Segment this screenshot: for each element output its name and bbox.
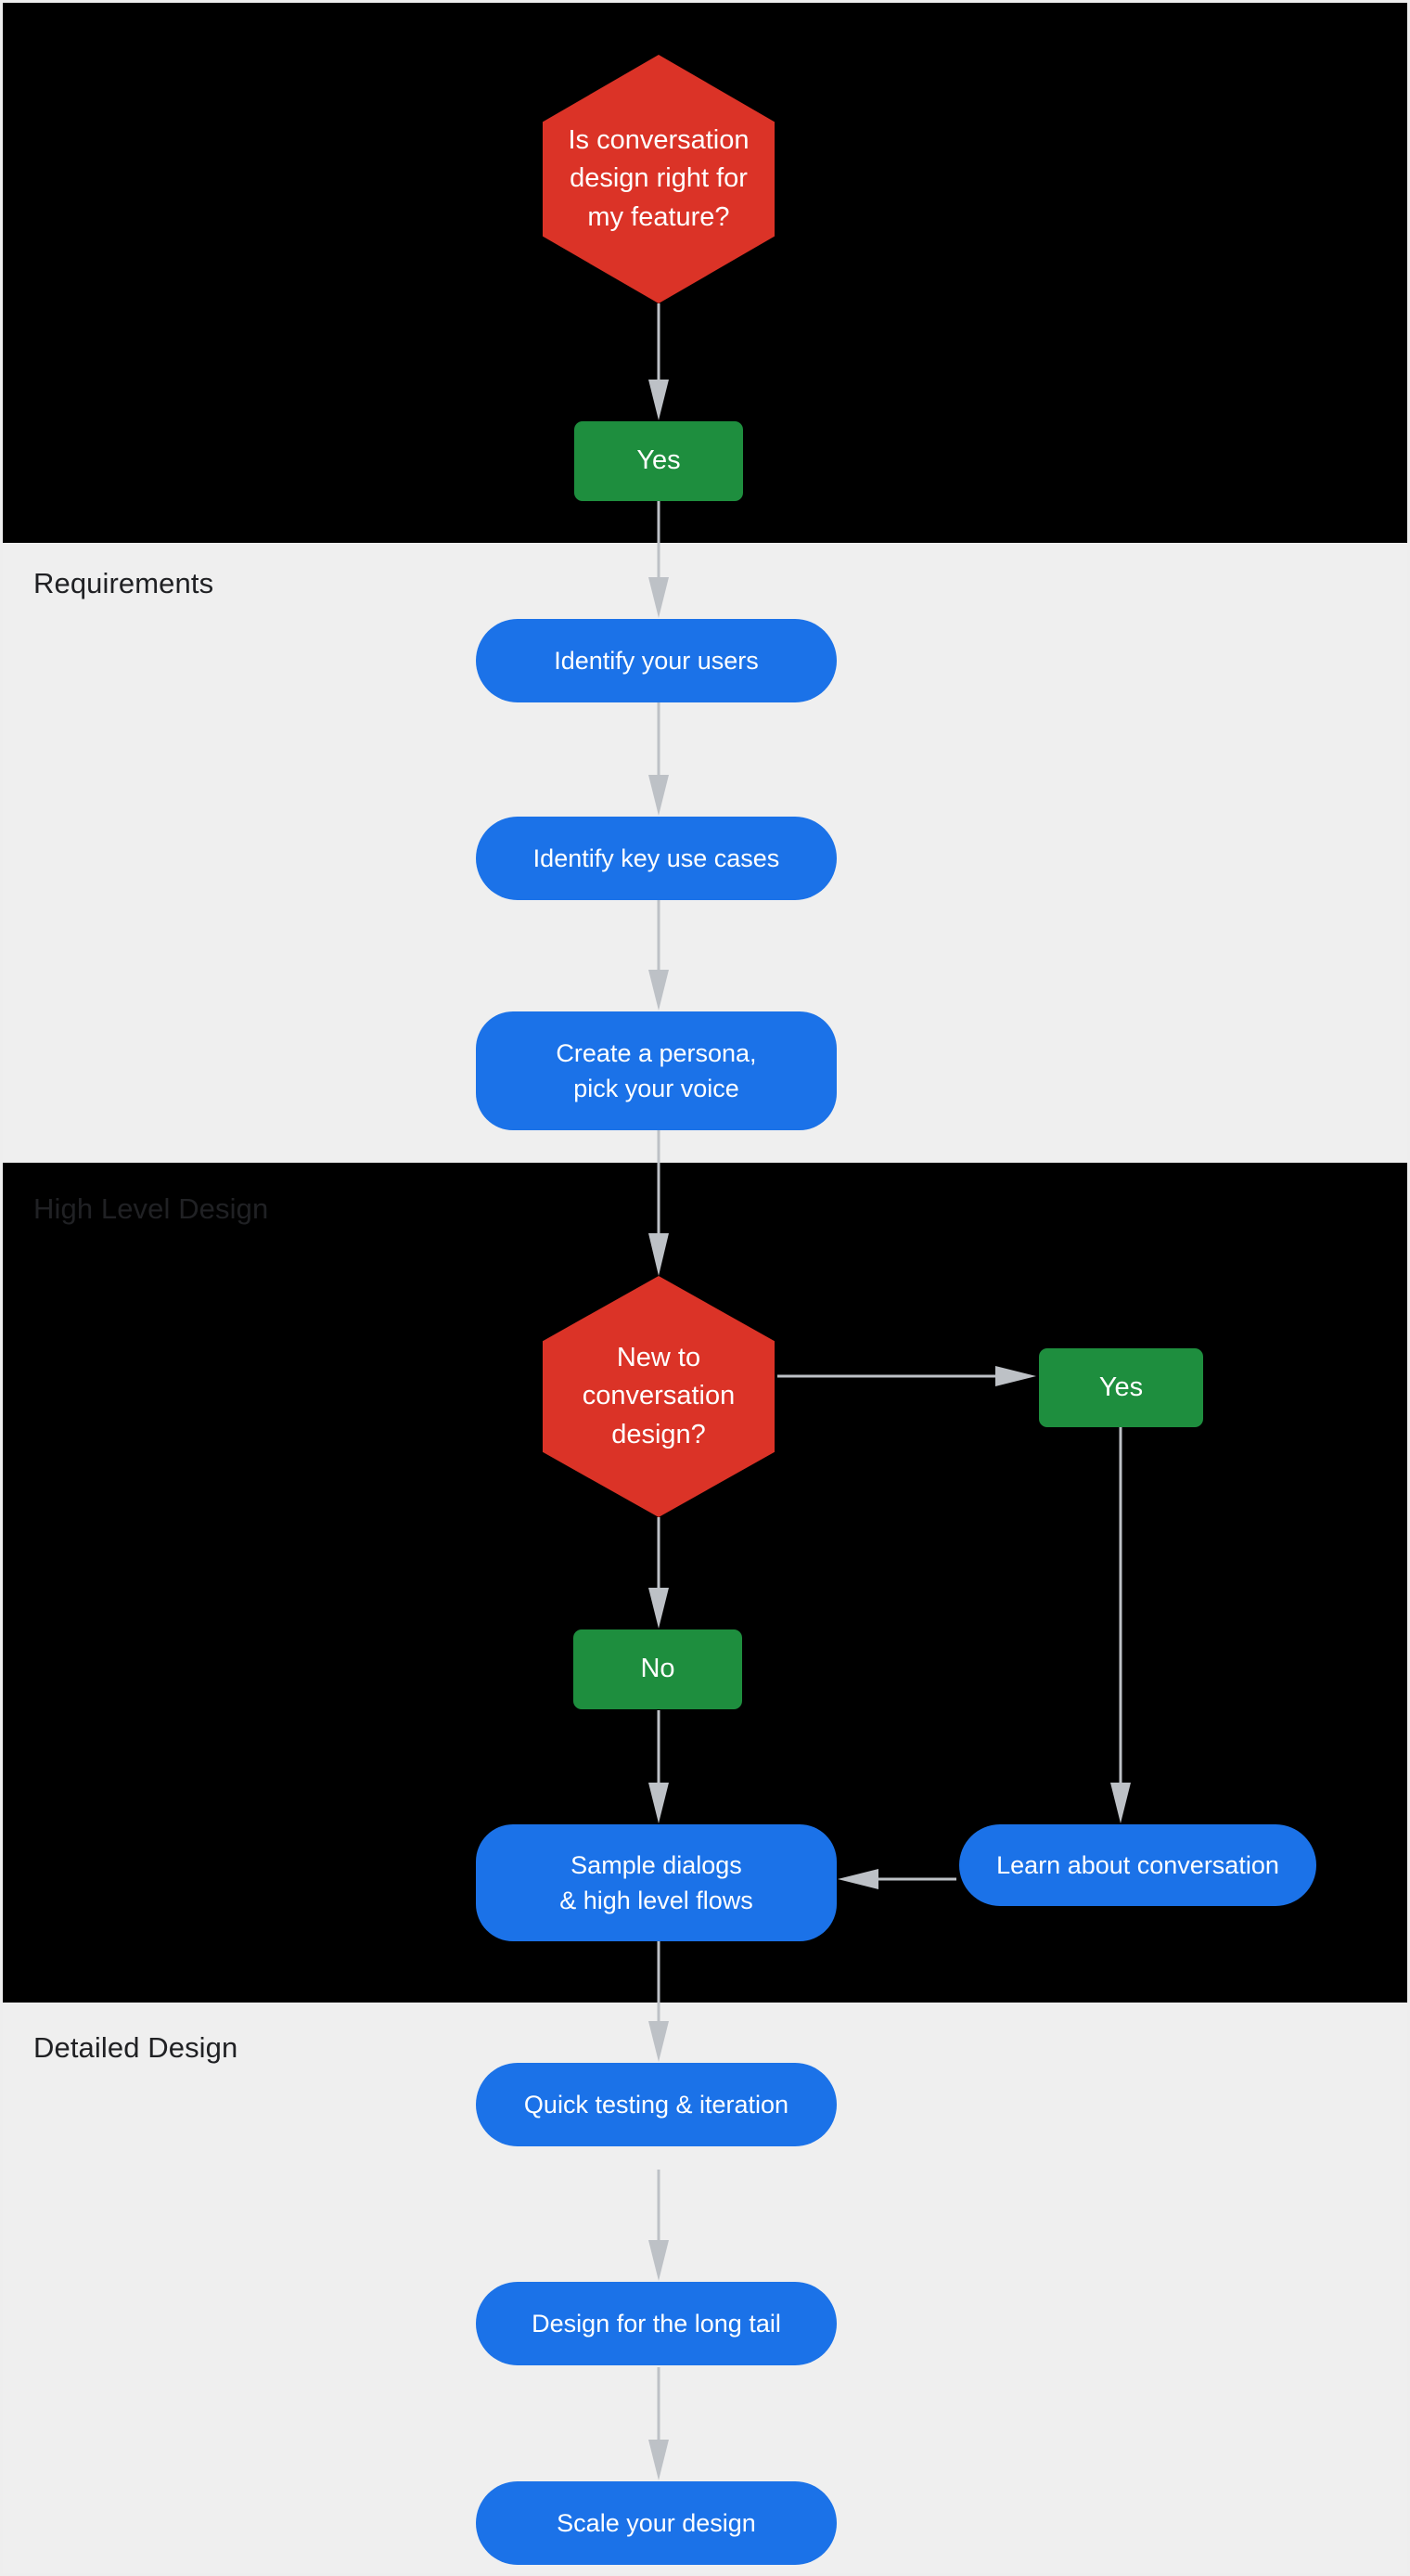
edge-learn-about-to-sample-dialogs <box>838 1869 956 1889</box>
section-label-requirements: Requirements <box>33 567 214 599</box>
edge-persona-to-decision2 <box>648 1130 669 1276</box>
node-answer-yes-2[interactable]: Yes <box>1039 1348 1203 1427</box>
edge-decision2-to-no <box>648 1517 669 1629</box>
edge-quick-testing-to-long-tail <box>648 2170 669 2281</box>
node-step-sample-dialogs[interactable]: Sample dialogs & high level flows <box>476 1824 837 1941</box>
node-step-quick-testing[interactable]: Quick testing & iteration <box>476 2063 837 2146</box>
node-label: Is conversation design right for my feat… <box>568 125 750 232</box>
node-step-scale-your-design[interactable]: Scale your design <box>476 2481 837 2565</box>
node-answer-yes-1[interactable]: Yes <box>574 421 743 501</box>
node-label: Create a persona, pick your voice <box>556 1038 757 1102</box>
node-step-learn-about-conversation[interactable]: Learn about conversation <box>959 1824 1316 1906</box>
node-step-create-a-persona[interactable]: Create a persona, pick your voice <box>476 1011 837 1130</box>
edge-yes1-to-identify-users <box>648 501 669 618</box>
section-label-detailed: Detailed Design <box>33 2031 238 2064</box>
edge-long-tail-to-scale-design <box>648 2367 669 2480</box>
section-label-high-level: High Level Design <box>33 1192 269 1225</box>
edge-sample-dialogs-to-quick-testing <box>648 1941 669 2062</box>
node-step-identify-your-users[interactable]: Identify your users <box>476 619 837 702</box>
node-answer-no[interactable]: No <box>573 1629 742 1709</box>
node-step-design-for-the-long-tail[interactable]: Design for the long tail <box>476 2282 837 2365</box>
node-label: New to conversation design? <box>582 1343 736 1449</box>
edge-decision2-to-yes2 <box>777 1366 1036 1386</box>
connector-layer <box>648 303 1131 2480</box>
edge-decision1-to-yes1 <box>648 303 669 420</box>
edge-yes2-to-learn-about <box>1110 1427 1131 1823</box>
node-step-identify-key-use-cases[interactable]: Identify key use cases <box>476 817 837 900</box>
edge-use-cases-to-persona <box>648 900 669 1011</box>
node-label: Sample dialogs & high level flows <box>559 1850 753 1914</box>
edge-no-to-sample-dialogs <box>648 1710 669 1823</box>
edge-identify-users-to-use-cases <box>648 702 669 816</box>
